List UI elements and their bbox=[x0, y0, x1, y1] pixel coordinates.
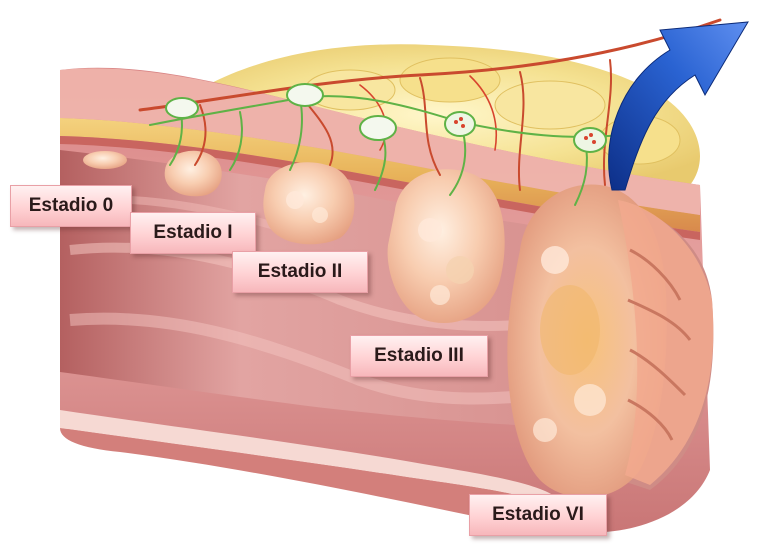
stage-0-label: Estadio 0 bbox=[10, 185, 132, 227]
tumor-stage-3 bbox=[388, 169, 505, 323]
stage-2-label: Estadio II bbox=[232, 251, 368, 293]
tumor-stage-0 bbox=[83, 151, 127, 169]
stage-1-label: Estadio I bbox=[130, 212, 256, 254]
stage-3-label: Estadio III bbox=[350, 335, 488, 377]
tumor-stage-2 bbox=[263, 162, 354, 244]
stage-vi-label: Estadio VI bbox=[469, 494, 607, 536]
